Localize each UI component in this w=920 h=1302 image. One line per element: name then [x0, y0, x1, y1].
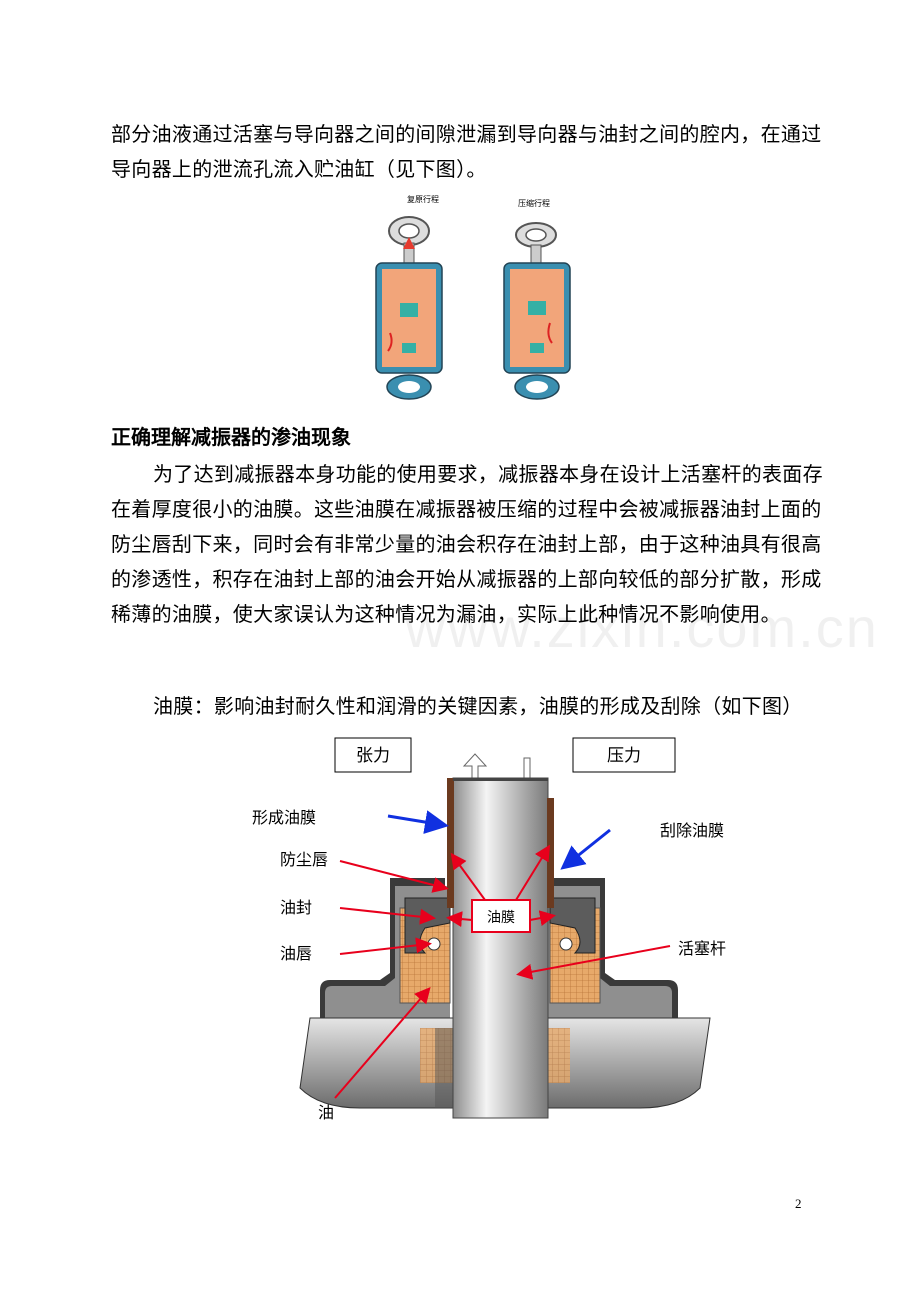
page-number: 2: [795, 1196, 802, 1211]
oil-lip-arrow: [339, 937, 432, 955]
tension-label-box: 张力: [334, 737, 412, 773]
pressure-label: 压力: [607, 746, 641, 766]
tension-label: 张力: [356, 746, 390, 766]
oil-film-line: 油膜：影响油封耐久性和润滑的关键因素，油膜的形成及刮除（如下图）: [153, 694, 803, 718]
oil-seal-label: 油封: [280, 898, 312, 917]
dust-lip-arrow: [339, 860, 449, 893]
rebound-stroke-caption: 复原行程: [407, 194, 439, 204]
piston-rod-label: 活塞杆: [678, 939, 726, 958]
pressure-label-box: 压力: [572, 737, 676, 773]
compression-stroke-caption: 压缩行程: [518, 198, 550, 208]
oil-lip-label: 油唇: [280, 944, 312, 963]
section-heading: 正确理解减振器的渗油现象: [111, 425, 351, 449]
intro-paragraph: 部分油液通过活塞与导向器之间的间隙泄漏到导向器与油封之间的腔内，在通过导向器上的…: [111, 122, 822, 181]
piston-rod-arrow: [516, 945, 671, 980]
oil-film-arrow-left: [450, 852, 486, 901]
form-film-arrow: [387, 810, 449, 834]
oil-film-box-label: 油膜: [487, 910, 515, 926]
body-paragraph: 为了达到减振器本身功能的使用要求，减振器本身在设计上活塞杆的表面存在着厚度很小的…: [111, 462, 823, 626]
form-oil-film-label: 形成油膜: [252, 808, 316, 827]
oil-film-diagram: 张力 压力 形成油膜 刮除油膜 防尘唇 油封 油唇 活塞杆 油 油膜: [252, 737, 726, 1122]
scrape-oil-film-label: 刮除油膜: [660, 821, 724, 840]
dust-lip-label: 防尘唇: [280, 850, 328, 869]
scrape-film-arrow: [560, 828, 611, 870]
oil-label: 油: [318, 1103, 334, 1122]
compression-absorber-diagram: [503, 222, 571, 400]
oil-film-arrow-right-side: [529, 910, 556, 927]
watermark: www.zixin.com.cn: [405, 596, 879, 659]
oil-seal-arrow: [339, 907, 436, 925]
shock-absorber-stroke-figure: 复原行程 压缩行程: [375, 194, 571, 400]
rebound-absorber-diagram: [375, 216, 443, 400]
oil-film-arrow-left-side: [446, 911, 473, 928]
oil-film-arrow-right-top: [515, 844, 551, 901]
oil-film-box: 油膜: [471, 899, 531, 933]
oil-arrow: [334, 986, 431, 1099]
